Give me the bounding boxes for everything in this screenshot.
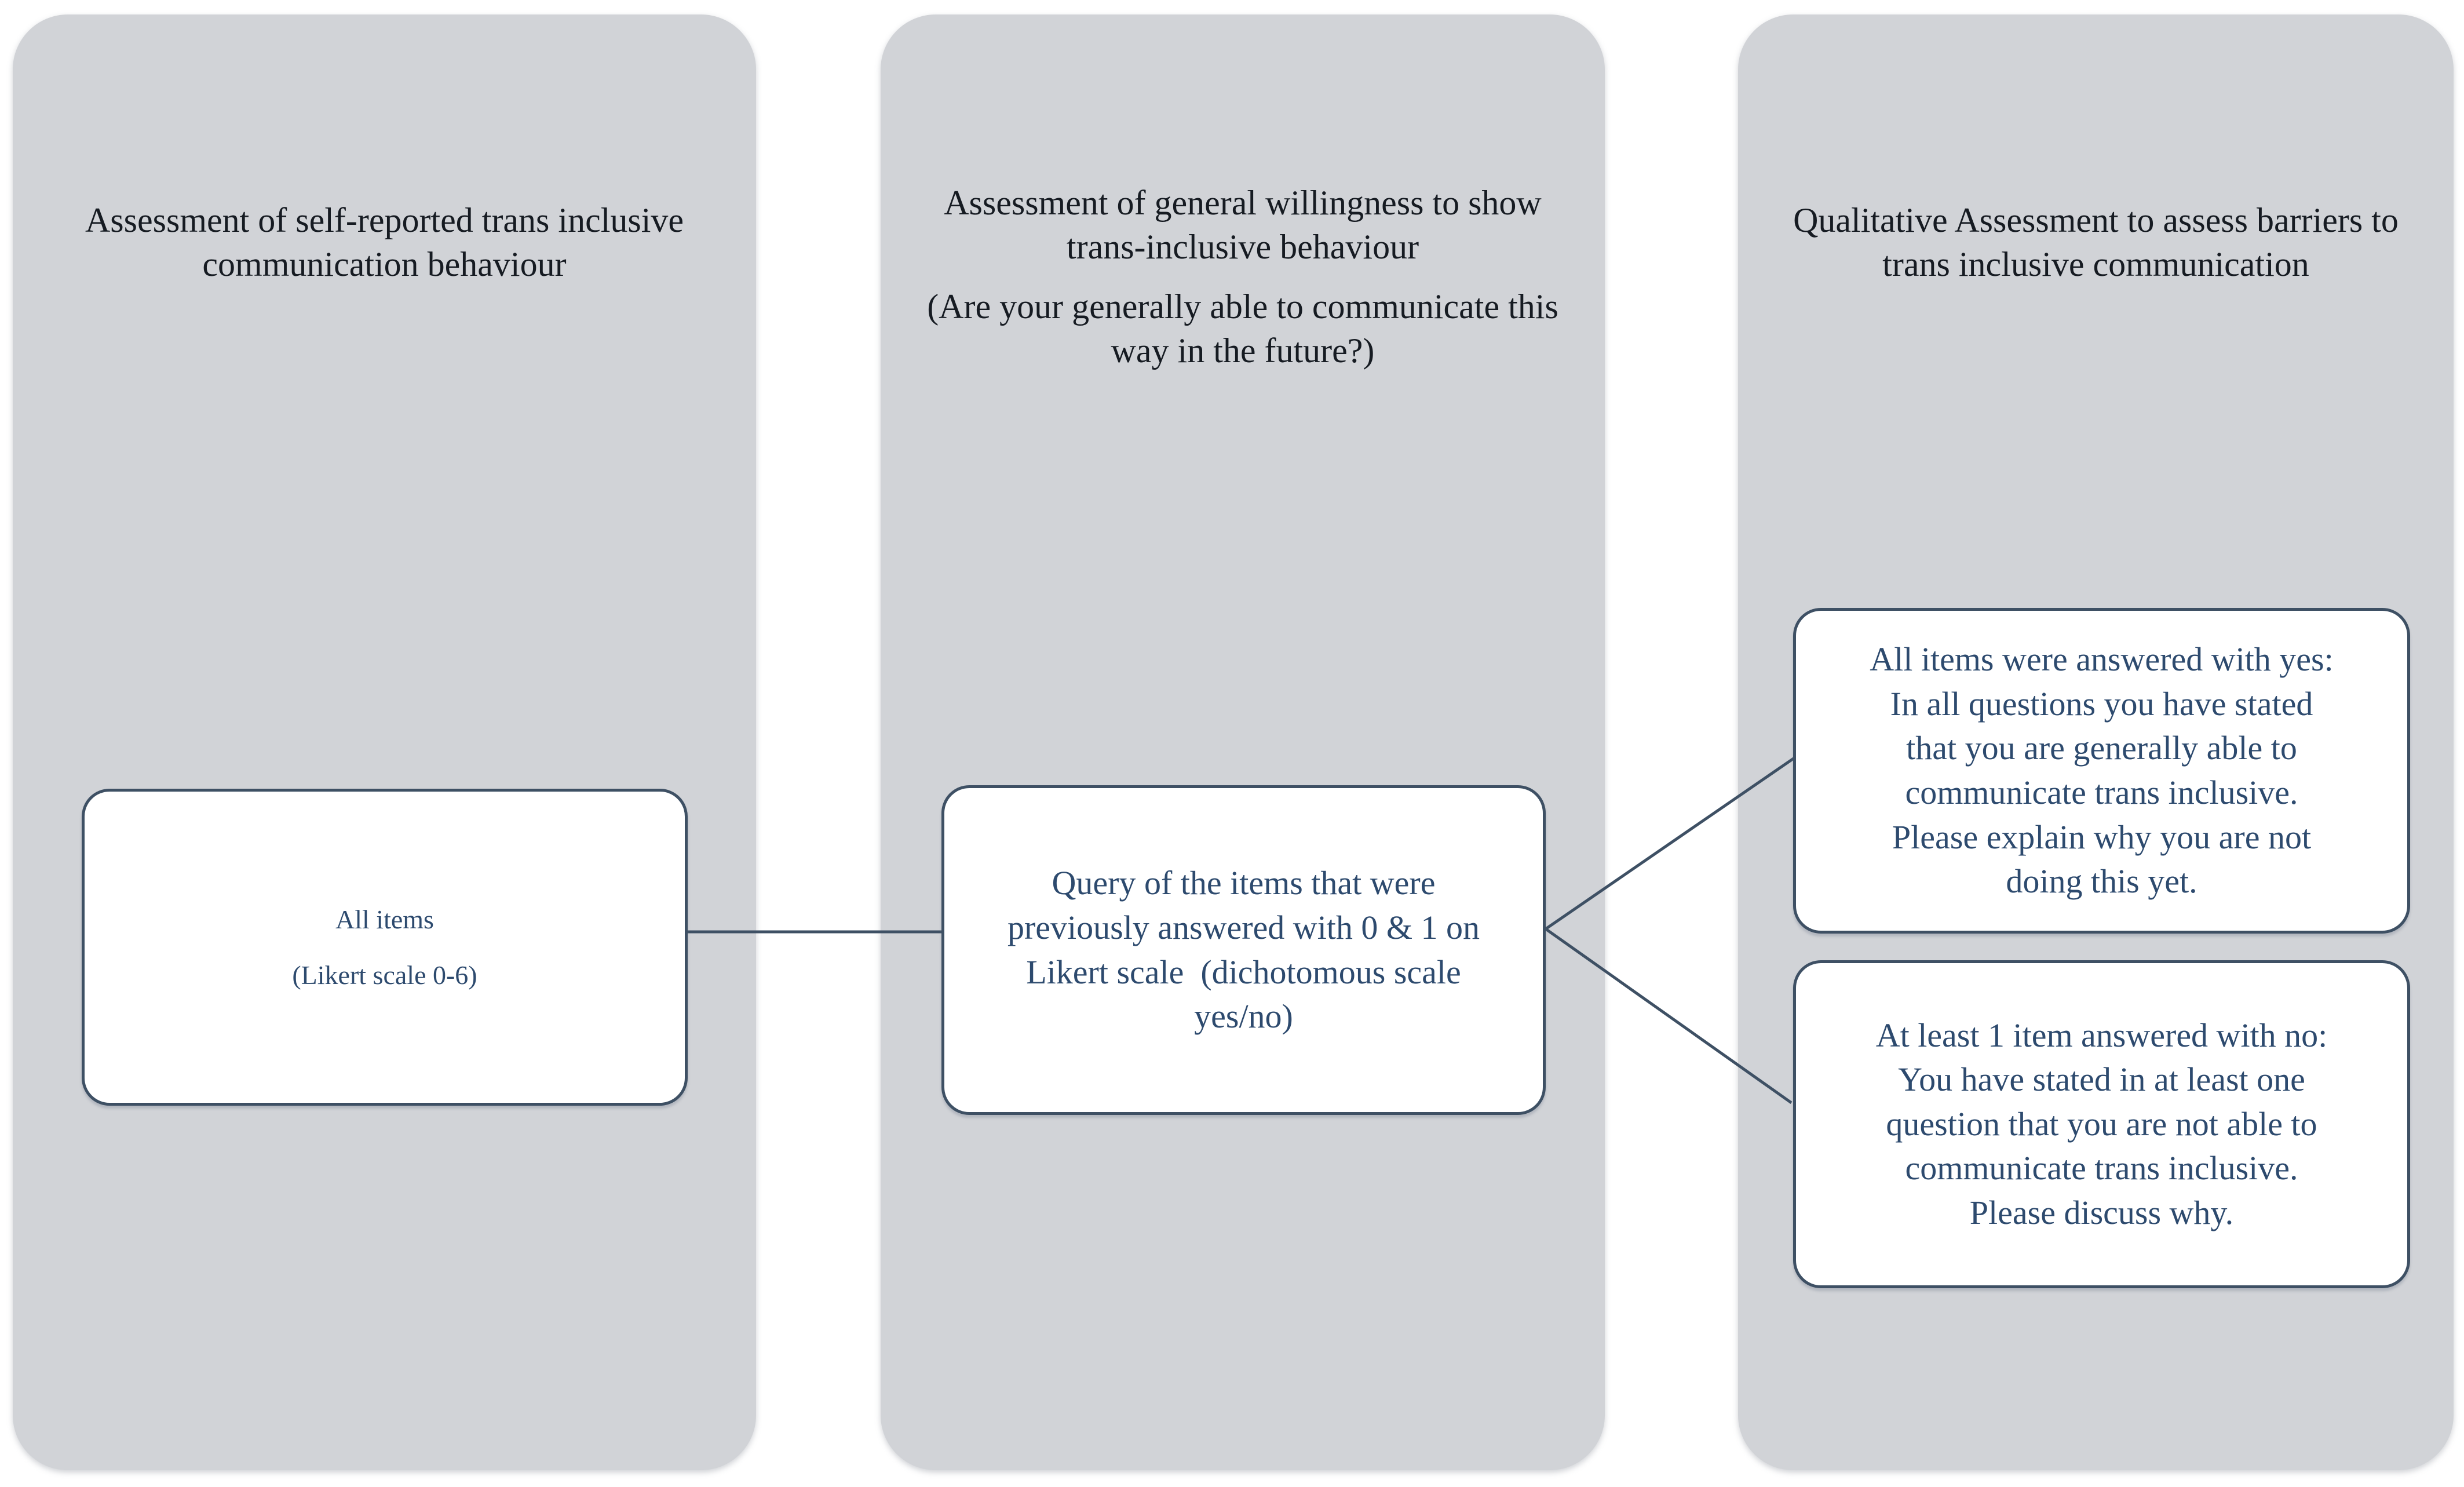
node-all-items-scale: (Likert scale 0-6) <box>292 960 477 990</box>
heading-block-left: Assessment of self-reported trans inclus… <box>13 199 756 286</box>
panel-self-reported-behaviour: Assessment of self-reported trans inclus… <box>13 14 756 1470</box>
heading-block-right: Qualitative Assessment to assess barrier… <box>1738 199 2454 286</box>
node-all-items-title: All items <box>335 904 434 934</box>
node-at-least-one-no-outcome: At least 1 item answered with no: You ha… <box>1793 960 2410 1288</box>
node-all-yes-outcome: All items were answered with yes: In all… <box>1793 608 2410 934</box>
heading-qualitative-assessment: Qualitative Assessment to assess barrier… <box>1793 201 2399 283</box>
panel-general-willingness: Assessment of general willingness to sho… <box>881 14 1605 1470</box>
node-all-items: All items (Likert scale 0-6) <box>82 789 688 1106</box>
subheading-general-willingness: (Are your generally able to communicate … <box>927 287 1558 370</box>
heading-general-willingness: Assessment of general willingness to sho… <box>944 184 1542 266</box>
node-all-yes-outcome-text: All items were answered with yes: In all… <box>1870 640 2334 901</box>
node-query-items: Query of the items that were previously … <box>941 785 1546 1115</box>
node-at-least-one-no-outcome-text: At least 1 item answered with no: You ha… <box>1875 1016 2328 1231</box>
heading-block-middle: Assessment of general willingness to sho… <box>881 181 1605 373</box>
heading-self-reported-behaviour: Assessment of self-reported trans inclus… <box>85 201 684 283</box>
node-query-items-text: Query of the items that were previously … <box>1007 864 1480 1036</box>
